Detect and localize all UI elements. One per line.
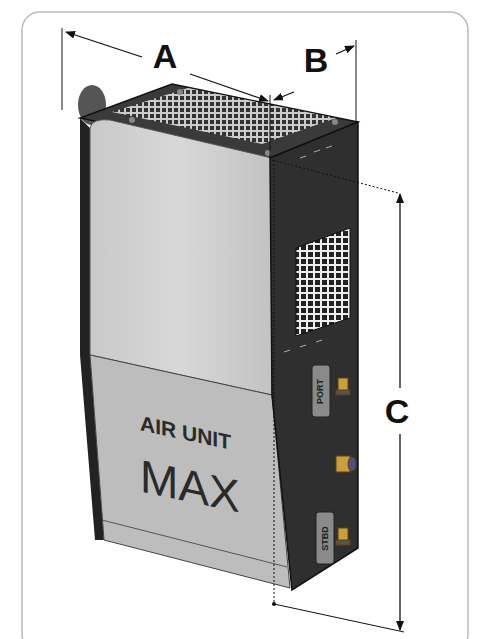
dimension-letter: A (153, 39, 178, 73)
dimension-letter: C (385, 394, 410, 428)
port-label: PORT (316, 378, 325, 403)
stbd-label: STBD (321, 526, 330, 551)
dimension-letter: B (304, 43, 329, 77)
